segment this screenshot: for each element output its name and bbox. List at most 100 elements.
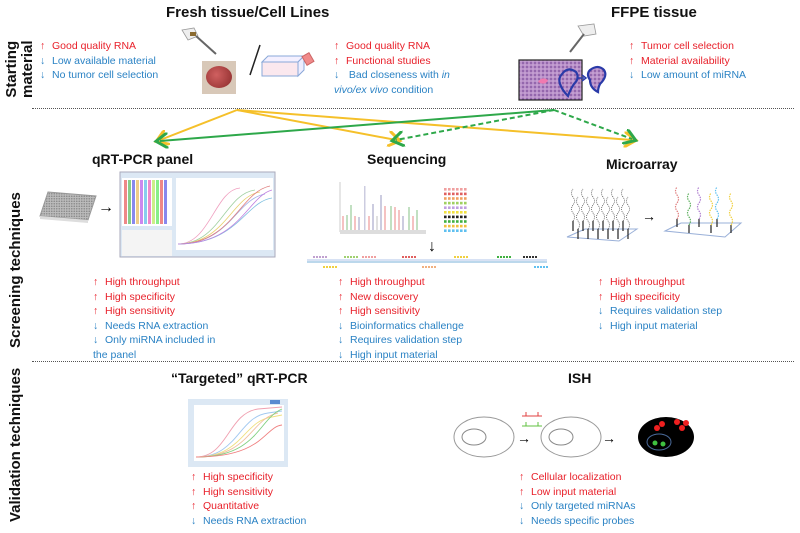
sequence-read-dot: [456, 188, 459, 191]
aligned-read-dot: [402, 256, 404, 258]
aligned-read-dot: [500, 256, 502, 258]
item-text: Only miRNA included in: [105, 334, 216, 346]
limitation-item: ↓Needs RNA extraction: [93, 319, 215, 334]
aligned-read-dot: [540, 266, 542, 268]
aligned-read-dot: [332, 266, 334, 268]
item-text: Requires validation step: [350, 334, 463, 346]
item-text: Tumor cell selection: [641, 40, 734, 52]
sequence-read-dot: [444, 188, 447, 191]
sequence-read-dot: [448, 192, 451, 196]
aligned-read-dot: [414, 256, 416, 258]
scalpel-hand-icon: [181, 27, 217, 55]
item-text: Good quality RNA: [346, 40, 431, 52]
sequence-read-dot: [456, 197, 459, 200]
heading-qrtpcr-panel: qRT-PCR panel: [92, 151, 194, 167]
aligned-read-dot: [326, 266, 328, 268]
hybridized-strand: [714, 186, 720, 220]
probe-strand: [611, 188, 615, 222]
list-microarray: ↑High throughput↑High specificity↓Requir…: [598, 275, 722, 333]
limitation-item: ↓Needs specific probes: [519, 514, 635, 529]
sequence-read-dot: [464, 215, 467, 219]
aligned-read-dot: [523, 256, 525, 258]
sequence-read-dot: [460, 188, 463, 191]
down-arrow-icon: ↓: [519, 500, 525, 512]
aligned-read-dot: [319, 256, 321, 258]
aligned-read-dot: [506, 256, 508, 258]
item-text: Quantitative: [203, 500, 260, 512]
aligned-read-dot: [425, 266, 427, 268]
arrow-right: →: [642, 208, 656, 224]
sequence-read-dot: [452, 201, 455, 205]
sequence-read-dot: [452, 211, 455, 214]
item-text: Functional studies: [346, 54, 431, 67]
barcode-dots-icon: [444, 188, 467, 232]
aligned-read-dot: [532, 256, 534, 258]
aligned-read-dot: [534, 266, 536, 268]
up-arrow-icon: ↑: [519, 471, 525, 483]
arrow-ffpe-to-sequencing: [396, 109, 555, 140]
list-ish: ↑Cellular localization↑Low input materia…: [519, 470, 635, 528]
slash-divider: [249, 44, 261, 76]
sequence-read-dot: [448, 215, 451, 219]
advantage-item: ↑Functional studies: [334, 54, 450, 69]
aligned-read-dot: [374, 256, 376, 258]
sequence-read-dot: [452, 224, 455, 228]
separator-top: [32, 108, 794, 109]
item-text: High throughput: [610, 276, 685, 288]
item-text: Bioinformatics challenge: [350, 319, 464, 332]
up-arrow-icon: ↑: [338, 276, 344, 288]
advantage-item: ↑Material availability: [629, 54, 746, 69]
probe-strand: [606, 196, 610, 230]
limitation-item: ↓Needs RNA extraction: [191, 514, 306, 529]
separator-bottom: [32, 361, 794, 362]
arrow-seq-down: ↓: [428, 238, 436, 255]
aligned-read-dot: [365, 256, 367, 258]
sequence-read-dot: [444, 229, 447, 232]
item-text: Bad closeness with: [346, 69, 442, 81]
aligned-read-dot: [368, 256, 370, 258]
cell-hybridization-icon: → →: [453, 412, 694, 458]
heading-sequencing: Sequencing: [367, 151, 447, 167]
probe-strand: [626, 196, 630, 230]
list-sequencing: ↑High throughput↑New discovery↑High sens…: [338, 275, 464, 362]
sequence-read-dot: [464, 197, 467, 200]
item-text: Low input material: [531, 485, 617, 498]
aligned-read-dot: [411, 256, 413, 258]
advantage-item: ↑New discovery: [338, 290, 464, 305]
list-qrtpcr-panel: ↑High throughput↑High specificity↑High s…: [93, 275, 215, 362]
sequence-read-dot: [452, 215, 455, 219]
item-italic-text: in: [441, 69, 450, 81]
aligned-read-dot: [350, 256, 352, 258]
item-text: High throughput: [350, 276, 425, 288]
item-text: Requires validation step: [610, 305, 723, 317]
aligned-read-dot: [316, 256, 318, 258]
sequence-read-dot: [448, 229, 451, 232]
up-arrow-icon: ↑: [334, 40, 340, 52]
probe-strand: [581, 188, 585, 222]
up-arrow-icon: ↑: [191, 485, 197, 498]
limitation-item: vivo/ex vivo condition: [334, 83, 450, 98]
aligned-read-dot: [497, 256, 499, 258]
scalpel-hand-icon-ffpe: [569, 23, 597, 53]
arrow-ffpe-to-qrtpcr: [160, 109, 555, 141]
up-arrow-icon: ↑: [191, 500, 197, 512]
advantage-item: ↑High specificity: [598, 290, 722, 305]
item-text: High specificity: [610, 290, 681, 303]
sequence-read-dot: [464, 224, 467, 228]
aligned-read-dot: [347, 256, 349, 258]
sequence-read-dot: [452, 188, 455, 191]
sequence-read-dot: [464, 229, 467, 232]
aligned-read-dot: [353, 256, 355, 258]
aligned-read-dot: [356, 256, 358, 258]
limitation-item: ↓ Bad closeness with in: [334, 68, 450, 83]
aligned-read-dot: [457, 256, 459, 258]
item-text: Needs specific probes: [531, 514, 635, 527]
item-text: Needs RNA extraction: [203, 514, 307, 527]
he-slide-icon: [518, 59, 607, 101]
sequence-read-dot: [452, 229, 455, 232]
sequence-read-dot: [464, 206, 467, 209]
aligned-read-dot: [543, 266, 545, 268]
sequence-read-dot: [452, 197, 455, 200]
arrow-ffpe-to-microarray: [553, 109, 632, 139]
aligned-read-dot: [466, 256, 468, 258]
